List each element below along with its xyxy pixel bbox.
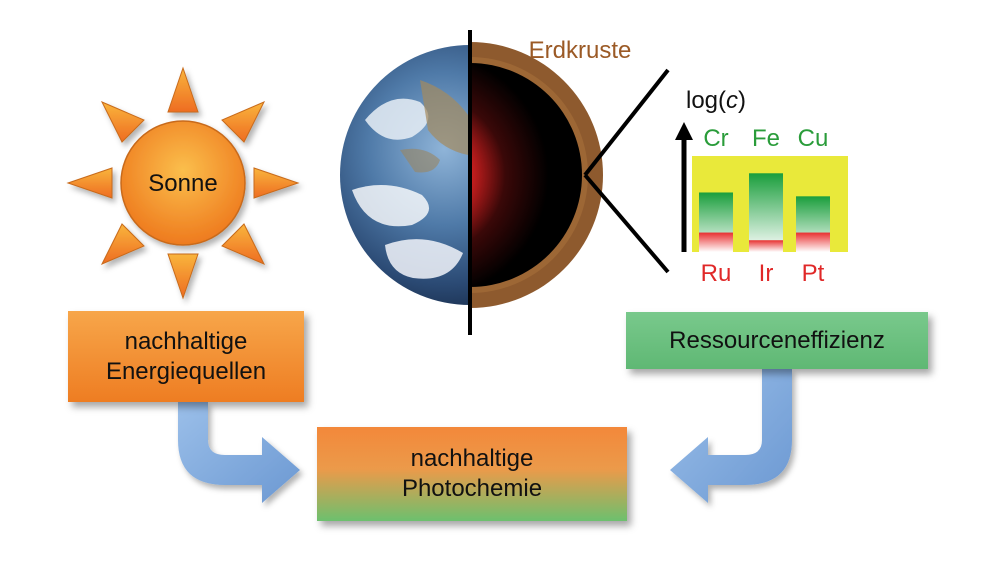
sun-ray-top-left [100,101,145,143]
chart-label-fe: Fe [752,125,780,152]
earth-core [470,63,582,287]
photochem-label-line2: Photochemie [401,475,543,502]
sun-ray-bottom-left [100,223,145,265]
chart-label-ru: Ru [701,260,732,287]
sustainable-photochemistry-box: nachhaltige Photochemie [317,427,627,521]
bar-ru [699,232,733,252]
sun-ray-left [66,167,113,199]
zoom-line-lower [583,173,670,274]
sun-label: Sonne [148,170,217,197]
sun-ray-bottom [167,253,199,300]
sustainable-energy-box: nachhaltige Energiequellen [68,311,304,402]
concentration-chart: log(c) Cr Fe Cu Ru Ir Pt [675,87,848,287]
bar-pt [796,232,830,252]
sun-core [120,120,246,246]
chart-label-ir: Ir [759,260,774,287]
chart-axis-label: log(c) [686,87,746,114]
resource-efficiency-box: Ressourceneffizienz [626,312,928,369]
earth-globe-icon [340,30,603,335]
sun-ray-top [167,66,199,113]
arrow-energy-to-photochem [178,402,300,503]
zoom-line-upper [583,68,670,177]
arrow-efficiency-to-photochem [670,369,792,503]
sun-icon [66,66,300,300]
energy-label-line1: nachhaltige [124,327,248,355]
curved-arrow-left-icon [670,369,792,503]
photochem-label-line1: nachhaltige [410,445,534,472]
sun-ray-top-right [221,101,266,143]
curved-arrow-right-icon [178,402,300,503]
energy-label-line2: Energiequellen [105,357,267,385]
sun-ray-right [253,167,300,199]
crust-label: Erdkruste [529,37,632,64]
efficiency-label: Ressourceneffizienz [669,326,885,354]
bar-fe [749,173,783,252]
chart-axis-arrow-icon [675,122,693,140]
sun-ray-bottom-right [221,223,266,265]
chart-label-cu: Cu [798,125,829,152]
chart-label-pt: Pt [802,260,825,287]
bar-ir [749,240,783,252]
chart-label-cr: Cr [703,125,728,152]
